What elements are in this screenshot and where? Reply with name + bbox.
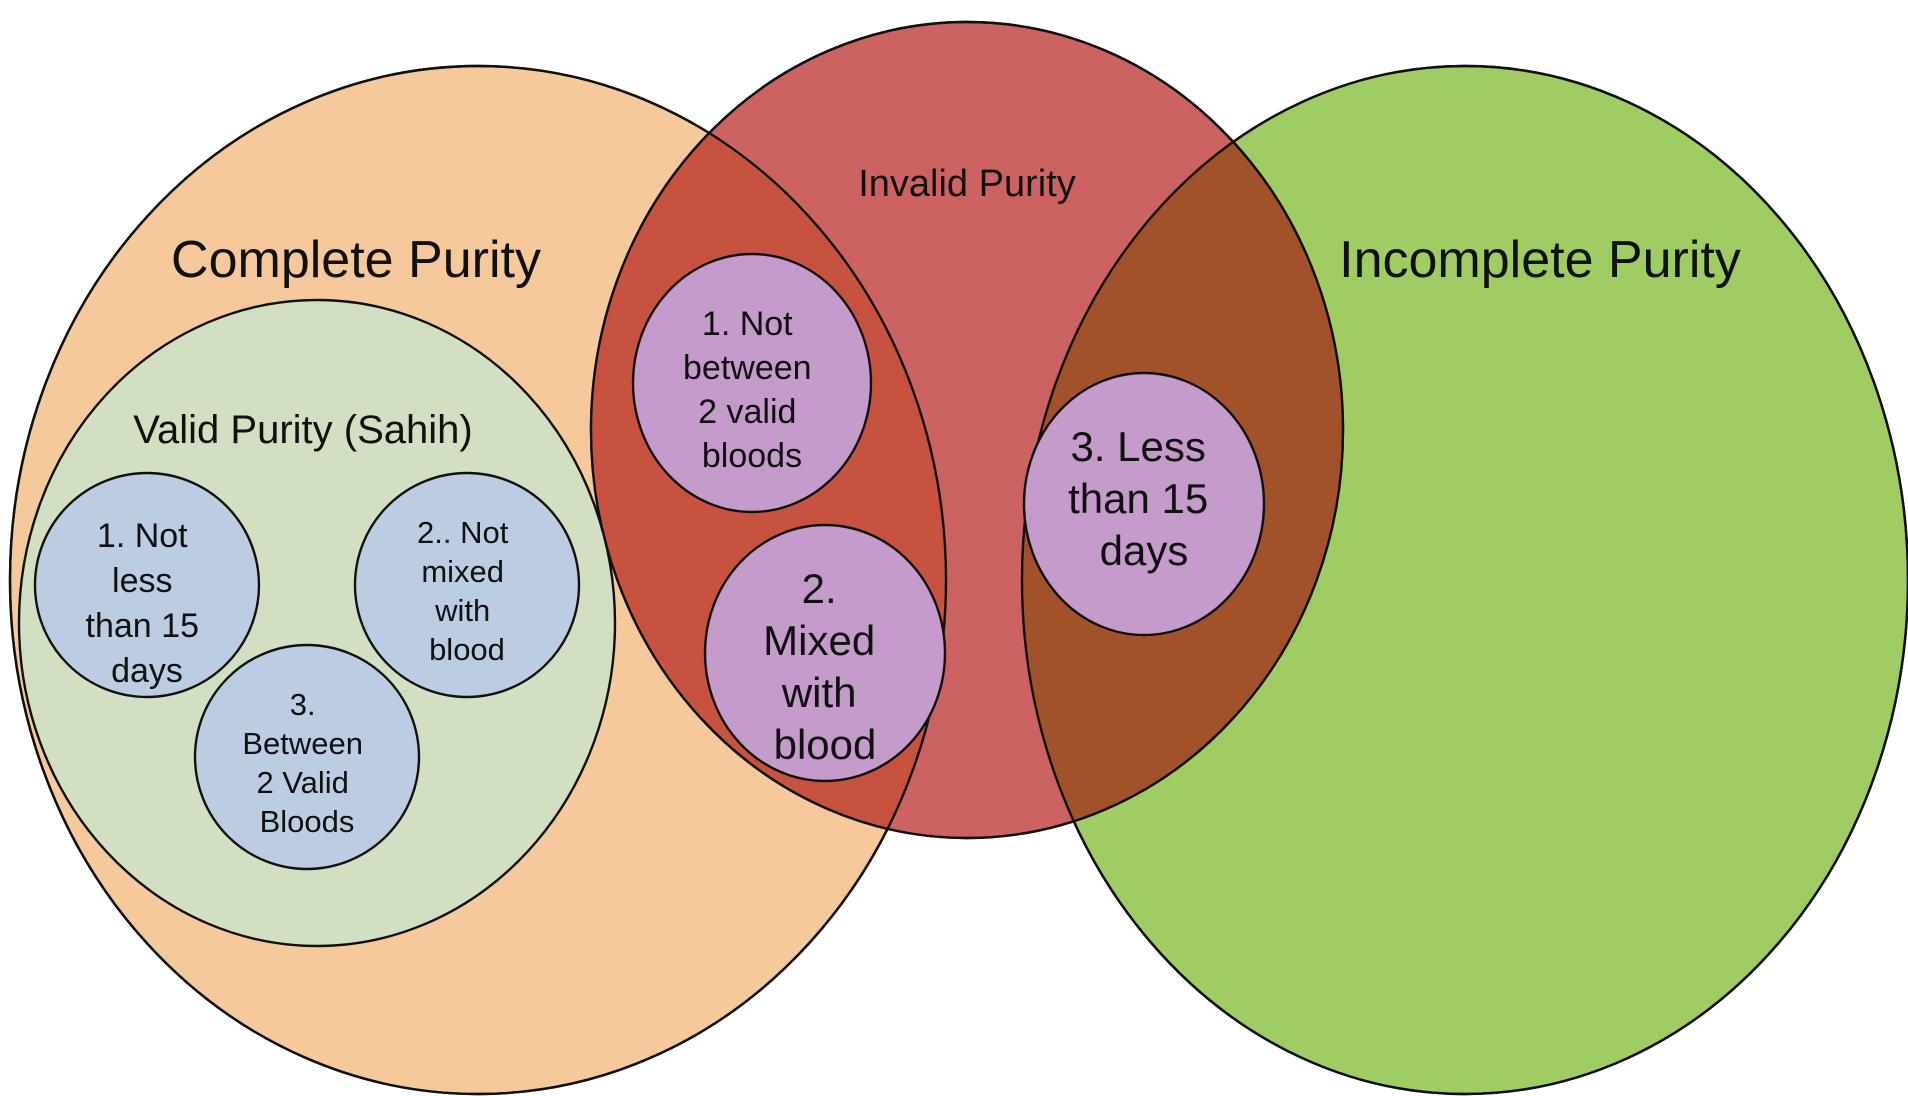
valid-purity-circle	[17, 298, 617, 948]
invalid-item-2-circle	[703, 523, 947, 783]
incomplete-item-1-circle	[1022, 371, 1266, 637]
valid-item-3-circle	[193, 643, 421, 871]
valid-item-1-circle	[33, 471, 261, 699]
valid-item-3-label: 3. Between 2 Valid Bloods	[242, 687, 371, 839]
valid-item-1-label: 1. Not less than 15 days	[86, 517, 209, 690]
invalid-item-1-label: 1. Not between 2 valid bloods	[683, 305, 821, 475]
invalid-purity-title: Invalid Purity	[858, 163, 1076, 205]
invalid-item-2-label: 2. Mixed with blood	[763, 565, 887, 768]
incomplete-item-1-label: 3. Less than 15 days	[1068, 423, 1220, 574]
valid-item-2-label: 2.. Not mixed with blood	[417, 515, 517, 667]
valid-item-2-circle	[353, 471, 581, 699]
valid-purity-title: Valid Purity (Sahih)	[133, 408, 472, 452]
invalid-item-1-circle	[631, 252, 873, 514]
complete-purity-title: Complete Purity	[171, 231, 541, 289]
incomplete-purity-title: Incomplete Purity	[1339, 231, 1741, 289]
